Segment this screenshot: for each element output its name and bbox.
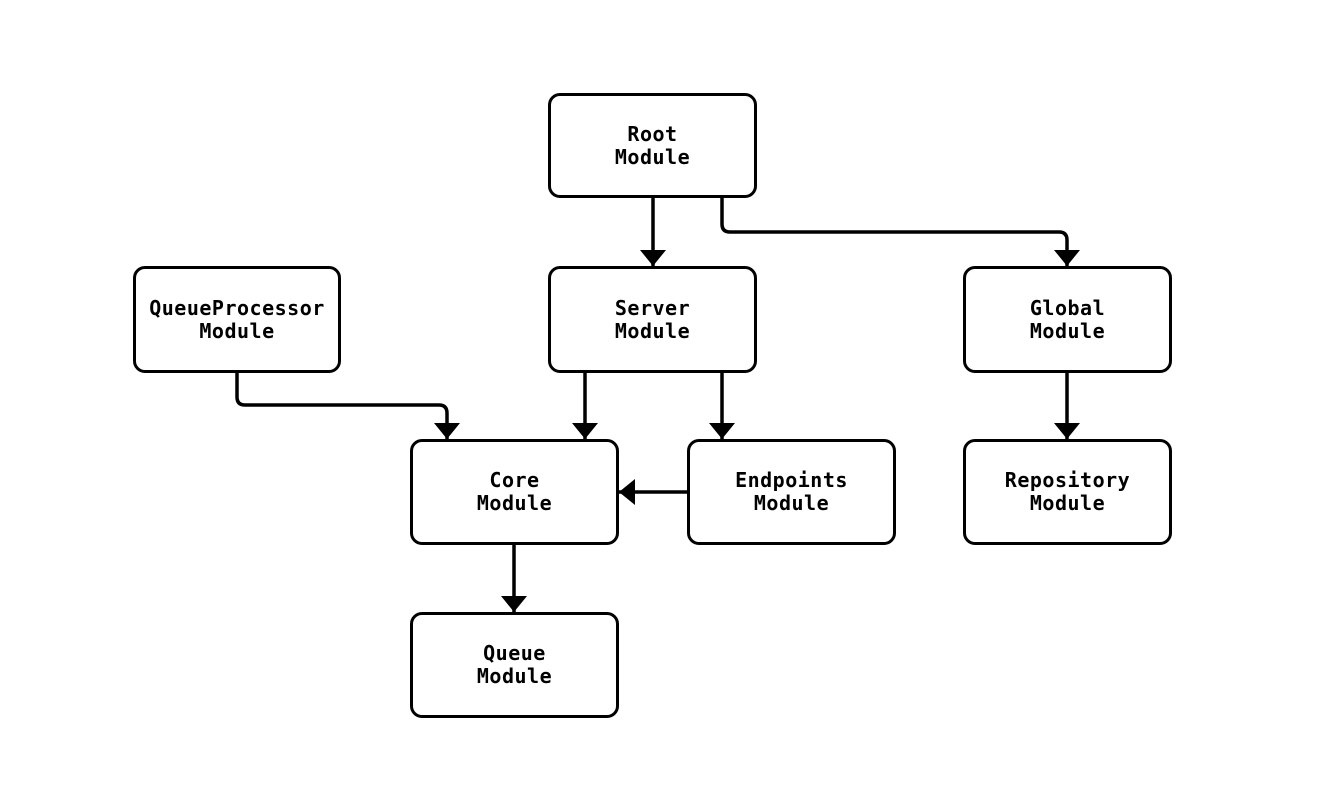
node-label-line: Module [753,491,830,515]
node-label-line: Module [476,664,553,688]
node-label-line: Endpoints [735,468,848,492]
node-label-line: Server [614,295,691,320]
node-label-line: Module [614,318,691,343]
node-label-line: Repository [1004,468,1131,492]
node-label-line: Root [627,121,678,146]
node-label-line: Module [199,318,275,343]
node-label-line: QueueProcessor [149,295,325,320]
node-label-line: Module [614,144,691,169]
node-label-line: Global [1029,295,1106,320]
edge-group [235,198,1080,612]
edge-queueprocessor-to-core [235,373,460,439]
node-label-line: Core [489,468,540,492]
node-label-line: Module [1029,318,1106,343]
node-label-line: Module [1029,491,1106,515]
node-label-line: Queue [483,641,546,665]
node-label-line: Module [476,491,553,515]
edge-root-to-global [720,198,1080,266]
